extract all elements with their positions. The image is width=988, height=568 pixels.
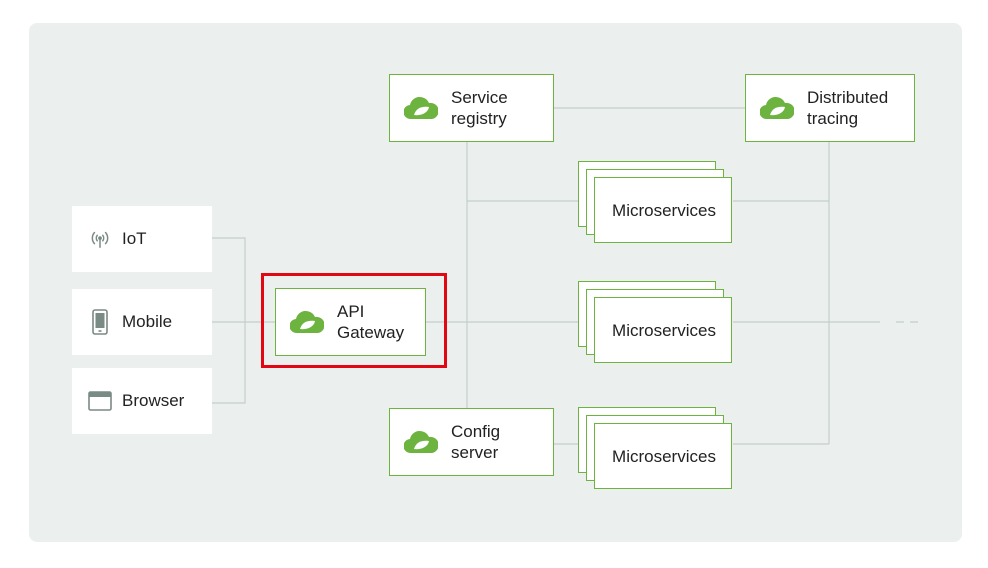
api-gateway-node: API Gateway: [275, 288, 426, 356]
microservices-bottom-label: Microservices: [612, 447, 716, 466]
phone-icon: [88, 309, 112, 335]
client-iot: IoT: [72, 206, 212, 272]
api-gateway-label-line1: API: [337, 302, 365, 321]
spring-cloud-leaf-icon: [404, 430, 438, 454]
client-iot-label: IoT: [122, 229, 147, 248]
spring-cloud-leaf-icon: [760, 96, 794, 120]
api-gateway-highlight: [261, 273, 447, 368]
microservices-stack-bottom: Microservices: [578, 407, 738, 492]
antenna-icon: [88, 227, 112, 251]
distributed-tracing-label-line2: tracing: [807, 109, 859, 128]
client-bus-line: [212, 237, 246, 404]
distributed-tracing-node: Distributed tracing: [745, 74, 915, 142]
microservices-top-label: Microservices: [612, 201, 716, 220]
service-registry-label-line2: registry: [451, 109, 507, 128]
api-gateway-label-line2: Gateway: [337, 323, 405, 342]
config-server-label-line1: Config: [451, 422, 501, 441]
config-server-label-line2: server: [451, 443, 499, 462]
distributed-tracing-label-line1: Distributed: [807, 88, 889, 107]
service-registry-label-line1: Service: [451, 88, 508, 107]
client-browser: Browser: [72, 368, 212, 434]
config-server-node: Config server: [389, 408, 554, 476]
client-mobile-label: Mobile: [122, 312, 173, 331]
service-registry-node: Service registry: [389, 74, 554, 142]
microservices-stack-top: Microservices: [578, 161, 738, 246]
client-browser-label: Browser: [122, 391, 185, 410]
spring-cloud-leaf-icon: [290, 310, 324, 334]
browser-window-icon: [88, 389, 112, 413]
spring-cloud-leaf-icon: [404, 96, 438, 120]
client-mobile: Mobile: [72, 289, 212, 355]
microservices-middle-label: Microservices: [612, 321, 716, 340]
microservices-stack-middle: Microservices: [578, 281, 738, 366]
